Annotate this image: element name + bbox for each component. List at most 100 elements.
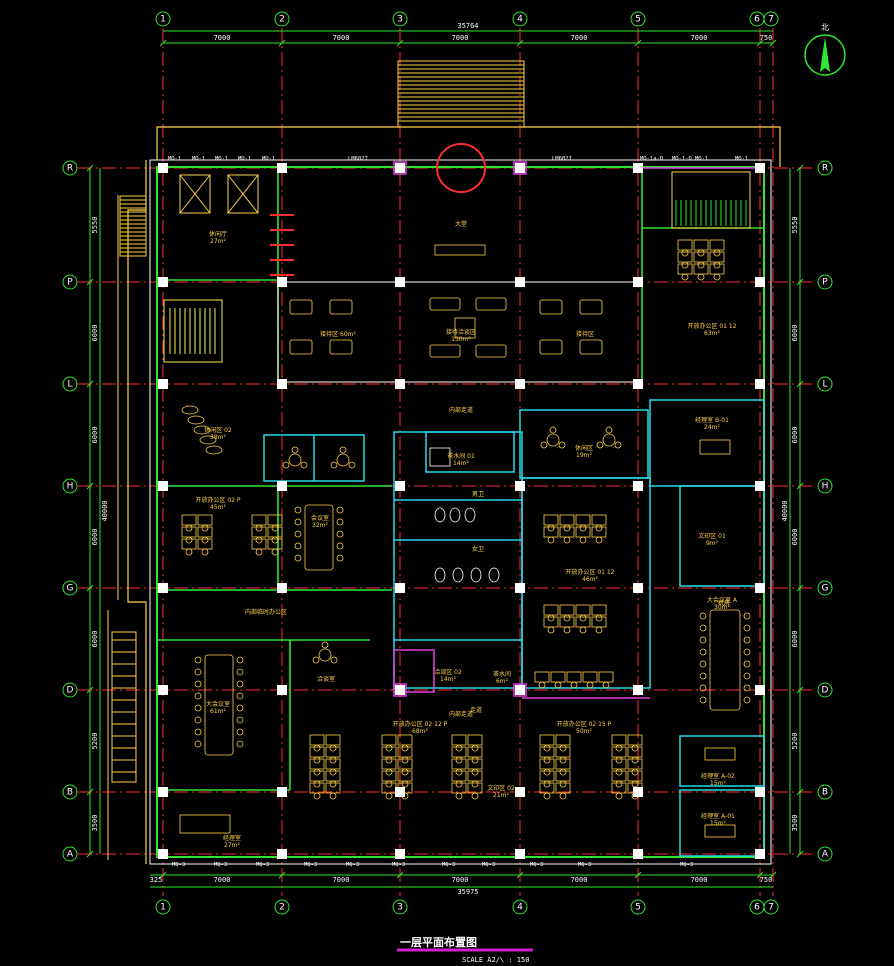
dim-tick <box>634 39 642 47</box>
office-0215-chair <box>543 744 551 752</box>
office-01b-desk <box>591 604 607 616</box>
dim-top-bay: 7000 <box>691 34 708 42</box>
structural-columns <box>158 161 765 859</box>
office-0212b-chair <box>401 744 409 752</box>
dim-tick <box>86 164 94 172</box>
grid-bubble-left-H-circle <box>62 478 78 494</box>
grid-bubble-bottom-4-label: 4 <box>517 903 523 913</box>
sofa <box>329 339 353 355</box>
grid-bubble-top-3-label: 3 <box>397 15 403 25</box>
meeting-chair <box>743 624 751 632</box>
dim-tick <box>796 584 804 592</box>
office-0212c-chair <box>455 780 463 788</box>
meeting-chair <box>236 728 244 736</box>
office-01b-chair <box>595 614 603 622</box>
office-02b-chair <box>255 524 263 532</box>
window-tag-top: MQ-1a-D <box>640 156 663 162</box>
dim-tick <box>796 278 804 286</box>
meeting-chair <box>699 612 707 620</box>
dim-left: 5200 <box>91 733 99 750</box>
room-name: 开放办公区 01 12 <box>565 568 614 576</box>
partition-walls <box>263 399 765 857</box>
window-tag-bottom: MQ-3 <box>392 862 405 868</box>
dim-tick <box>756 39 764 47</box>
meeting-chair <box>743 648 751 656</box>
office-0212b-chair <box>401 780 409 788</box>
dimension-lines <box>86 30 804 888</box>
leisure-lounger <box>199 435 217 445</box>
meeting-chair <box>336 518 344 526</box>
office-02-chair <box>185 536 193 544</box>
office-0212-chair <box>329 768 337 776</box>
office-0212c-chair <box>471 768 479 776</box>
office-0215-desk <box>555 746 571 758</box>
meeting-chair <box>294 506 302 514</box>
office-0215-desk <box>555 758 571 770</box>
interior-walls <box>158 167 764 791</box>
round-chair <box>291 446 299 454</box>
column <box>395 379 405 389</box>
dim-left-total: 40000 <box>101 500 109 521</box>
dim-bottom-bay: 325 <box>150 876 163 884</box>
meeting-chair <box>294 542 302 550</box>
column <box>633 379 643 389</box>
dim-bottom-bay: 7000 <box>571 876 588 884</box>
office-01-desk <box>591 526 607 538</box>
column-feature <box>393 161 407 175</box>
grid-bubble-top-2-label: 2 <box>279 15 285 25</box>
office-0212-chair <box>329 756 337 764</box>
dim-left: 6000 <box>91 427 99 444</box>
dim-left: 5550 <box>91 217 99 234</box>
meeting-chair <box>194 668 202 676</box>
office-0215b-chair <box>631 768 639 776</box>
grid-bubble-bottom-2-circle <box>274 899 290 915</box>
glass-partitions <box>393 167 755 699</box>
grid-bubble-left-G-circle <box>62 580 78 596</box>
column <box>515 849 525 859</box>
column <box>158 163 168 173</box>
grid-bubble-bottom-1-label: 1 <box>160 903 166 913</box>
office-0215b-chair <box>615 744 623 752</box>
manager-desk-b <box>699 439 731 455</box>
window-tag-top: MQ-1 <box>168 156 181 162</box>
grid-bubble-top-2-circle <box>274 11 290 27</box>
office-02-chair <box>185 548 193 556</box>
room-name: 经理室 A-02 <box>701 772 735 780</box>
round-chair <box>321 641 329 649</box>
office-02b-chair <box>271 548 279 556</box>
office-0212b-chair <box>385 768 393 776</box>
grid-bubble-left-L-circle <box>62 376 78 392</box>
room-name: 经理室 B-01 <box>695 416 729 424</box>
window-tag-top: LM6027 <box>348 156 368 162</box>
column <box>277 163 287 173</box>
dim-tick <box>86 482 94 490</box>
grid-bubble-bottom-3-circle <box>392 899 408 915</box>
room-name: 开放办公区 01 12 <box>687 322 736 330</box>
column <box>158 583 168 593</box>
column <box>277 481 287 491</box>
dim-bottom-bay: 7000 <box>333 876 350 884</box>
column <box>158 849 168 859</box>
office-0212c-desk <box>451 734 467 746</box>
round-chair <box>558 441 566 449</box>
window-tag-top: MQ-1 <box>215 156 228 162</box>
dim-tick <box>796 164 804 172</box>
grid-bubble-right-D-label: D <box>822 686 829 696</box>
dim-right: 5200 <box>791 733 799 750</box>
window-tag-top: MQ-1 <box>192 156 205 162</box>
office-0215-desk <box>539 746 555 758</box>
office-0212c-desk <box>467 758 483 770</box>
office-0212b-chair <box>401 756 409 764</box>
office-0212c-chair <box>471 780 479 788</box>
window-tag-bottom: MQ-3 <box>442 862 455 868</box>
meeting-chair <box>236 680 244 688</box>
dim-top-bay: 7000 <box>571 34 588 42</box>
office-01-desk <box>591 514 607 526</box>
grid-bubble-top-7-circle <box>763 11 779 27</box>
office-edge-chair <box>586 681 594 689</box>
grid-bubble-bottom-2-label: 2 <box>279 903 285 913</box>
office-01b-desk <box>591 616 607 628</box>
leisure-lounger <box>205 445 223 455</box>
column <box>158 379 168 389</box>
office-0215b-desk <box>611 770 627 782</box>
